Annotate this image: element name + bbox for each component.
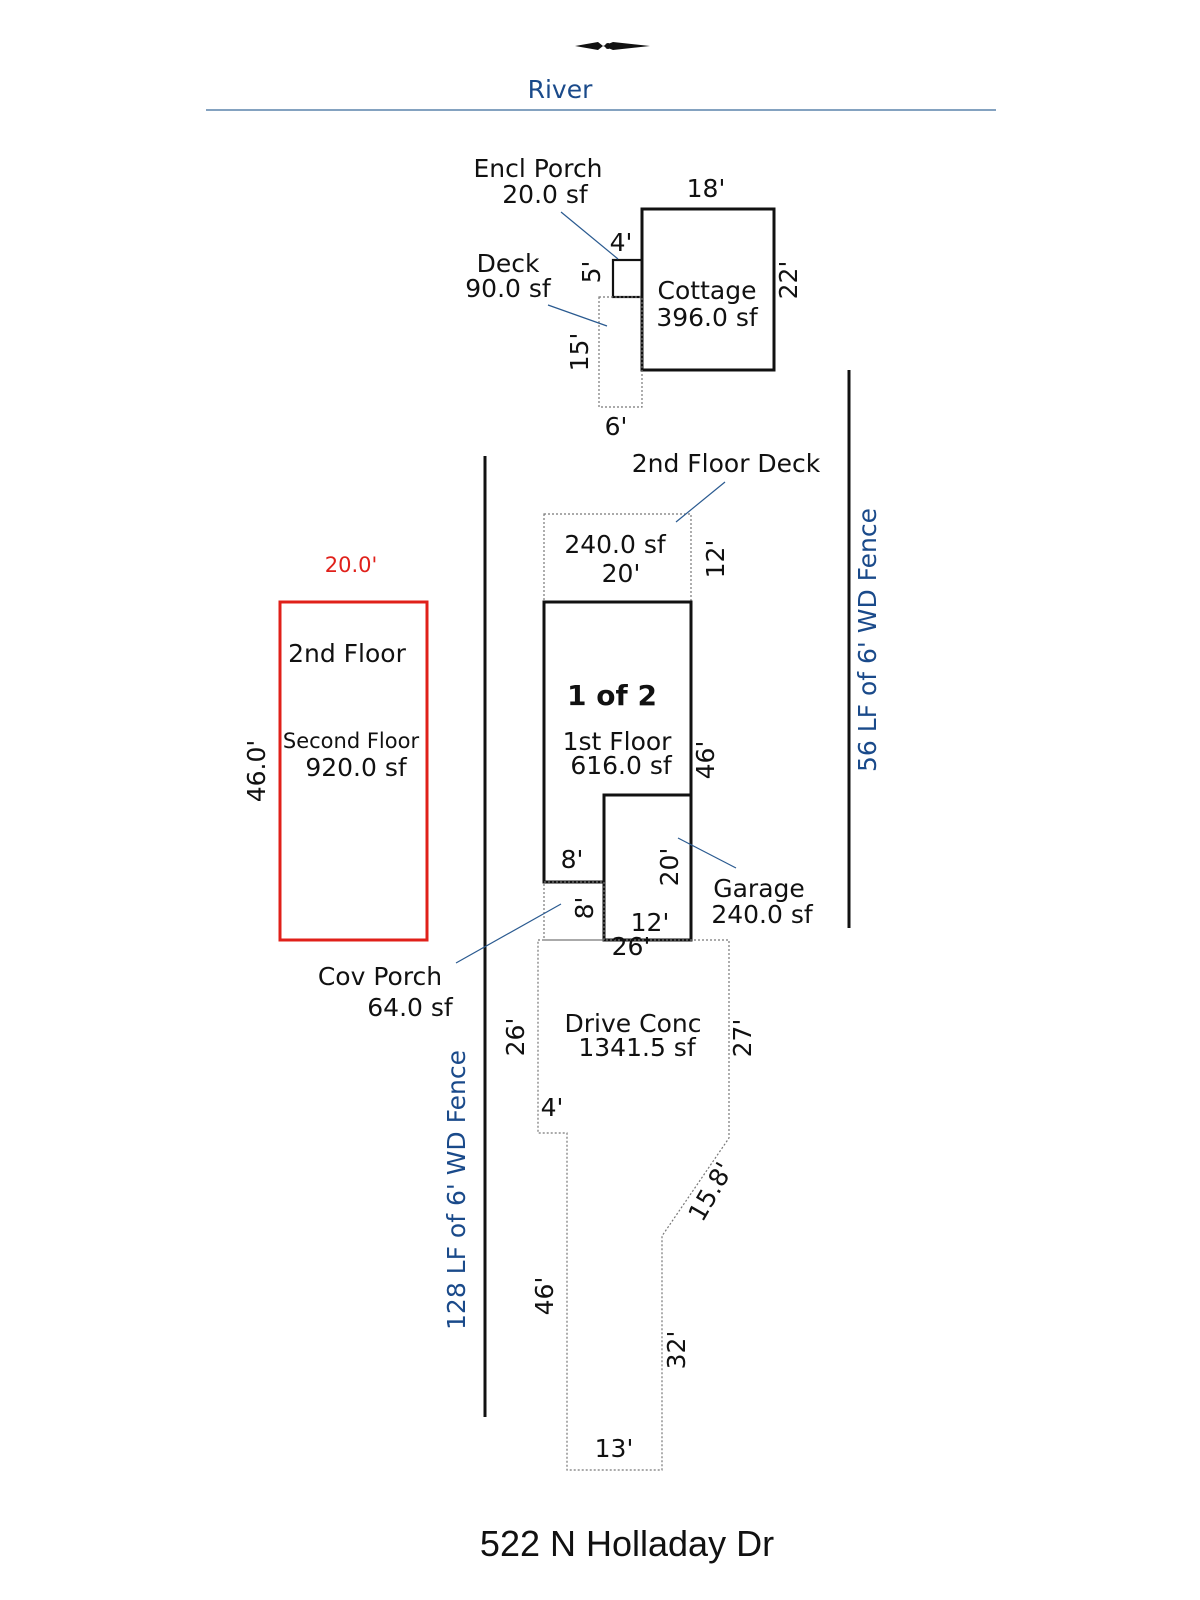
encl-porch-area: 20.0 sf <box>502 180 589 209</box>
drive-right-top-label: 27' <box>728 1019 757 1058</box>
address: 522 N Holladay Dr <box>480 1523 774 1564</box>
second-floor-deck-name: 2nd Floor Deck <box>632 449 821 478</box>
deck-depth-label: 15' <box>565 333 594 372</box>
drive-top-label: 26' <box>612 932 651 961</box>
first-floor-notch-label: 8' <box>561 845 584 874</box>
garage-area: 240.0 sf <box>711 900 814 929</box>
first-floor-area: 616.0 sf <box>570 751 673 780</box>
cov-porch-depth-label: 8' <box>570 897 599 920</box>
second-floor-title: 2nd Floor <box>288 639 406 668</box>
drive-name: Drive Conc <box>565 1009 702 1038</box>
cottage-depth-label: 22' <box>774 261 803 300</box>
second-floor-depth-label: 46.0' <box>242 740 271 803</box>
deck-outline <box>598 296 643 408</box>
deck-name: Deck <box>477 249 540 278</box>
cov-porch-leader <box>455 903 562 964</box>
second-floor-deck-depth-label: 12' <box>701 540 730 579</box>
encl-porch-outline <box>611 258 644 299</box>
garage-depth-label: 20' <box>655 848 684 887</box>
garage-name: Garage <box>713 874 805 903</box>
encl-porch-name: Encl Porch <box>473 154 602 183</box>
deck-leader <box>547 304 608 327</box>
cov-porch-name: Cov Porch <box>318 962 442 991</box>
second-floor-area: 920.0 sf <box>305 753 408 782</box>
drive-left-bottom-label: 46' <box>530 1277 559 1316</box>
second-floor-width-label: 20.0' <box>325 553 378 577</box>
encl-porch-leader <box>560 211 619 260</box>
right-fence-label: 56 LF of 6' WD Fence <box>853 508 882 772</box>
drive-jog-label: 4' <box>541 1093 564 1122</box>
deck-area: 90.0 sf <box>465 274 552 303</box>
left-fence-label: 128 LF of 6' WD Fence <box>442 1050 471 1330</box>
first-floor-page: 1 of 2 <box>567 679 657 712</box>
second-floor-deck-area: 240.0 sf <box>564 530 667 559</box>
second-floor-deck-leader <box>675 481 726 523</box>
second-floor-name: Second Floor <box>283 729 420 753</box>
cottage-width-label: 18' <box>687 174 726 203</box>
encl-porch-depth-label: 5' <box>577 261 606 284</box>
drive-bottom-label: 13' <box>595 1434 634 1463</box>
encl-porch-width-label: 4' <box>610 228 633 257</box>
river-label: River <box>528 75 593 104</box>
drive-left-top-label: 26' <box>501 1018 530 1057</box>
cottage-name: Cottage <box>658 276 757 305</box>
cottage-area: 396.0 sf <box>656 303 759 332</box>
first-floor-name: 1st Floor <box>563 727 673 756</box>
north-arrow-icon <box>575 42 650 50</box>
drive-area: 1341.5 sf <box>578 1033 696 1062</box>
drive-outline <box>537 939 730 1471</box>
garage-width-label: 12' <box>631 908 670 937</box>
deck-width-label: 6' <box>605 412 628 441</box>
second-floor-outline <box>278 600 429 942</box>
cov-porch-area: 64.0 sf <box>367 993 454 1022</box>
garage-leader <box>677 837 737 869</box>
drive-diagonal-label: 15.8' <box>682 1157 738 1226</box>
second-floor-deck-width-label: 20' <box>602 559 641 588</box>
drive-right-bottom-label: 32' <box>662 1331 691 1370</box>
first-floor-depth-label: 46' <box>691 741 720 780</box>
